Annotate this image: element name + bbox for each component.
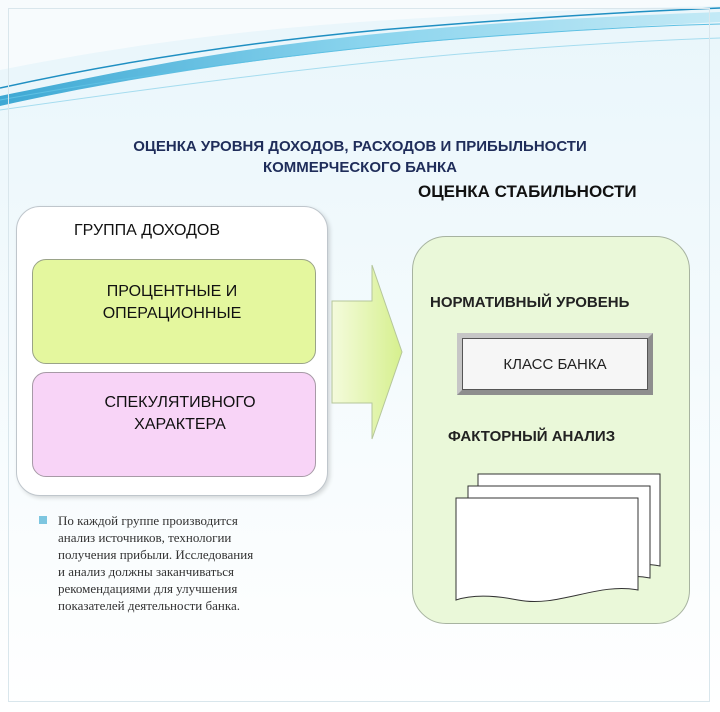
factor-analysis-label: ФАКТОРНЫЙ АНАЛИЗ xyxy=(448,428,616,445)
speculative-line-1: СПЕКУЛЯТИВНОГО xyxy=(104,394,256,411)
bullet-line-2: анализ источников, технологии xyxy=(58,530,232,545)
bullet-line-3: получения прибыли. Исследования xyxy=(58,547,254,562)
interest-operational-label: ПРОЦЕНТНЫЕ И ОПЕРАЦИОННЫЕ xyxy=(62,281,282,325)
title-line-2: КОММЕРЧЕСКОГО БАНКА xyxy=(262,159,458,176)
speculative-box xyxy=(32,372,316,477)
bullet-paragraph: По каждой группе производится анализ ист… xyxy=(58,512,330,614)
slide-frame xyxy=(8,8,710,702)
bank-class-label: КЛАСС БАНКА xyxy=(462,338,648,390)
bullet-line-1: По каждой группе производится xyxy=(58,513,238,528)
speculative-line-2: ХАРАКТЕРА xyxy=(134,416,226,433)
interest-operational-box xyxy=(32,259,316,364)
interest-line-1: ПРОЦЕНТНЫЕ И xyxy=(106,283,238,300)
document-stack-icon xyxy=(455,473,661,602)
bullet-line-5: рекомендациями для улучшения xyxy=(58,581,238,596)
interest-line-2: ОПЕРАЦИОННЫЕ xyxy=(102,305,242,322)
normative-level-label: НОРМАТИВНЫЙ УРОВЕНЬ xyxy=(430,294,630,311)
income-group-title: ГРУППА ДОХОДОВ xyxy=(74,222,221,239)
speculative-label: СПЕКУЛЯТИВНОГО ХАРАКТЕРА xyxy=(66,392,294,436)
stability-title: ОЦЕНКА СТАБИЛЬНОСТИ xyxy=(418,182,637,201)
bullet-line-6: показателей деятельности банка. xyxy=(58,598,240,613)
title-line-1: ОЦЕНКА УРОВНЯ ДОХОДОВ, РАСХОДОВ И ПРИБЫЛ… xyxy=(133,138,587,155)
bullet-line-4: и анализ должны заканчиваться xyxy=(58,564,235,579)
page-title: ОЦЕНКА УРОВНЯ ДОХОДОВ, РАСХОДОВ И ПРИБЫЛ… xyxy=(60,136,660,178)
bank-class-box: КЛАСС БАНКА xyxy=(457,333,653,395)
square-bullet-icon xyxy=(39,516,47,524)
right-arrow-icon xyxy=(331,264,403,440)
